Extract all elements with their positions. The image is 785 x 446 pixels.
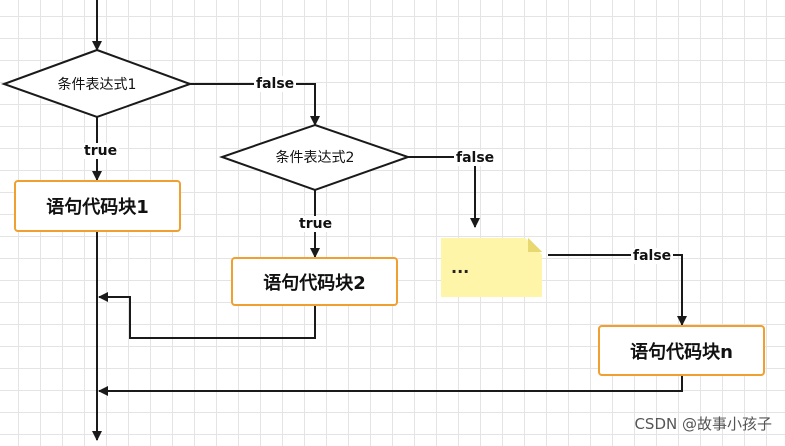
condition1-text: 条件表达式1 xyxy=(57,77,137,93)
statement-block-1: 语句代码块1 xyxy=(14,180,181,232)
ellipsis-false-connector xyxy=(548,254,687,326)
condition1-diamond xyxy=(1,48,193,119)
condition2-diamond xyxy=(218,123,412,192)
cond1-false-label: false xyxy=(254,76,297,92)
ellipsis-false-label: false xyxy=(631,248,674,264)
cond1-true-label: true xyxy=(82,143,120,159)
note-fold-corner xyxy=(528,238,542,252)
blockn-merge-connector xyxy=(98,376,683,396)
statement-block-2: 语句代码块2 xyxy=(231,257,398,306)
cond2-false-connector xyxy=(408,156,480,228)
condition2-text: 条件表达式2 xyxy=(275,150,355,166)
watermark: CSDN @故事小孩子 xyxy=(634,415,772,433)
cond2-true-label: true xyxy=(297,216,335,232)
statement-block-n: 语句代码块n xyxy=(598,325,765,376)
cond1-false-connector xyxy=(190,83,320,126)
ellipsis-note: ... xyxy=(441,238,542,297)
block2-merge-connector xyxy=(98,292,316,339)
cond2-false-label: false xyxy=(454,150,497,166)
